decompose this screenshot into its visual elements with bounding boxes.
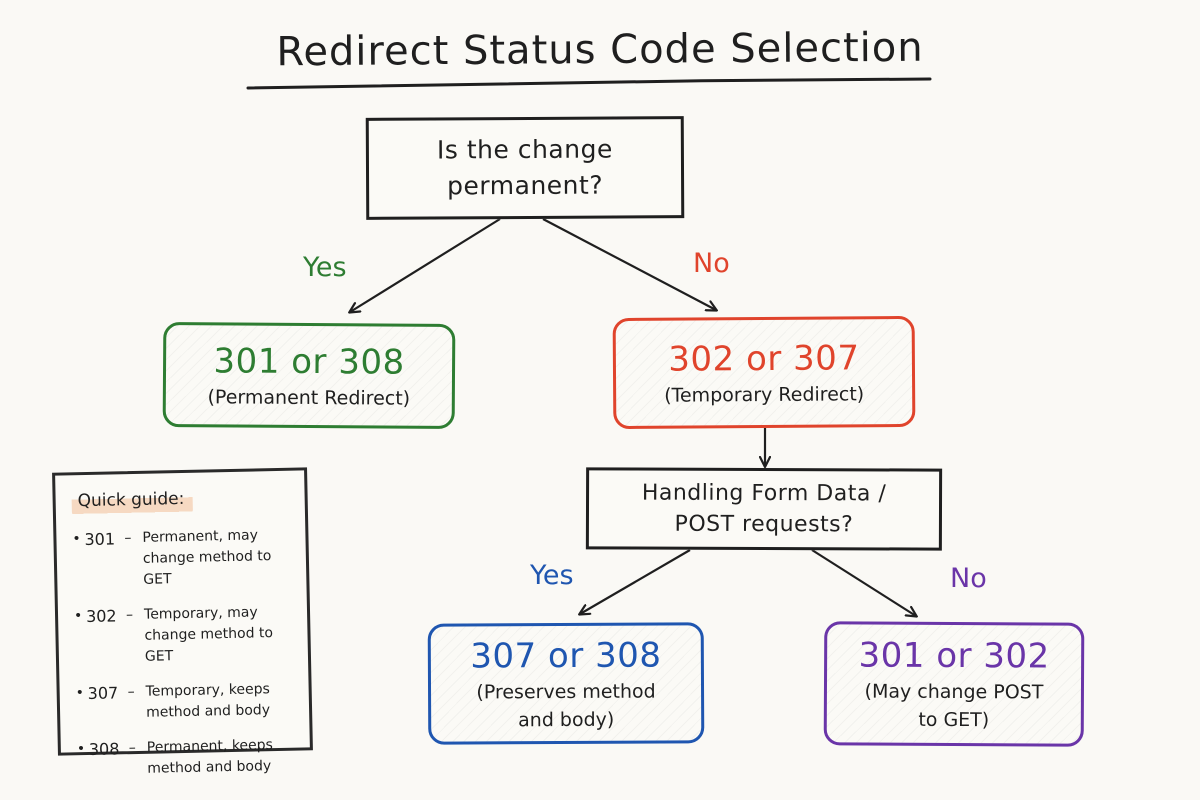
guide-code: 302 [85,606,117,627]
guide-item-308: • 308 – Permanent, keeps method and body [77,735,297,782]
page-title: Redirect Status Code Selection [276,24,924,76]
guide-desc-line1: Permanent, may [142,527,259,546]
result-permanent-codes: 301 or 308 [213,340,405,383]
result-temporary-box: 302 or 307 (Temporary Redirect) [612,315,916,430]
guide-item-307: • 307 – Temporary, keeps method and body [75,679,295,726]
branch-no-label: No [693,248,730,279]
guide-code: 301 [84,529,116,550]
decision-post-line1: Handling Form Data / [641,480,887,507]
guide-desc: Permanent, may change method to GET [142,525,292,591]
guide-desc: Temporary, keeps method and body [145,679,295,724]
result-preserve-codes: 307 or 308 [470,635,662,677]
result-change-codes: 301 or 302 [858,635,1050,677]
result-temporary-codes: 302 or 307 [668,337,860,380]
bullet-icon: • [75,685,85,702]
guide-dash: – [128,740,137,757]
bullet-icon: • [76,741,86,758]
guide-desc: Permanent, keeps method and body [147,735,297,780]
guide-item-301: • 301 – Permanent, may change method to … [72,525,292,593]
result-change-line2: to GET) [918,708,990,732]
guide-desc-line1: Permanent, keeps [146,737,274,756]
arrow-yes-preserve [580,549,691,614]
guide-code: 308 [88,739,120,759]
guide-dash: – [127,684,135,701]
result-permanent-desc: (Permanent Redirect) [207,385,411,410]
guide-desc-line1: Temporary, keeps [145,681,270,700]
quick-guide-list: • 301 – Permanent, may change method to … [72,525,296,782]
arrow-yes-permanent [350,218,501,312]
guide-item-302: • 302 – Temporary, may change method to … [74,602,294,670]
branch2-yes-label: Yes [530,560,574,591]
quick-guide-title: Quick guide: [71,486,193,516]
guide-desc-line1: Temporary, may [143,604,258,623]
guide-dash: – [124,530,132,547]
guide-desc: Temporary, may change method to GET [144,602,294,668]
arrow-no-temporary [542,218,716,310]
decision-post-line2: POST requests? [674,511,854,538]
branch-yes-label: Yes [303,252,347,283]
title-underline [246,77,932,90]
guide-dash: – [125,607,134,624]
guide-desc-line2: method and body [145,702,271,721]
result-preserve-line2: and body) [518,708,615,731]
decision-post-requests: Handling Form Data / POST requests? [585,467,943,551]
result-preserve-box: 307 or 308 (Preserves method and body) [427,622,705,745]
guide-desc-line2: change method to GET [144,625,274,665]
result-preserve-line1: (Preserves method [476,680,656,703]
guide-code: 307 [87,683,119,704]
result-temporary-desc: (Temporary Redirect) [664,382,865,407]
arrow-no-change [811,549,916,616]
result-permanent-box: 301 or 308 (Permanent Redirect) [162,321,456,430]
result-change-line1: (May change POST [864,680,1044,704]
guide-desc-line2: method and body [147,758,272,777]
result-change-box: 301 or 302 (May change POST to GET) [823,621,1085,747]
branch2-no-label: No [950,563,987,594]
decision-permanent-line2: permanent? [447,170,604,201]
guide-desc-line2: change method to GET [142,548,272,588]
decision-permanent-line1: Is the change [436,134,613,165]
quick-guide-panel: Quick guide: • 301 – Permanent, may chan… [52,467,313,777]
decision-permanent: Is the change permanent? [365,116,685,220]
